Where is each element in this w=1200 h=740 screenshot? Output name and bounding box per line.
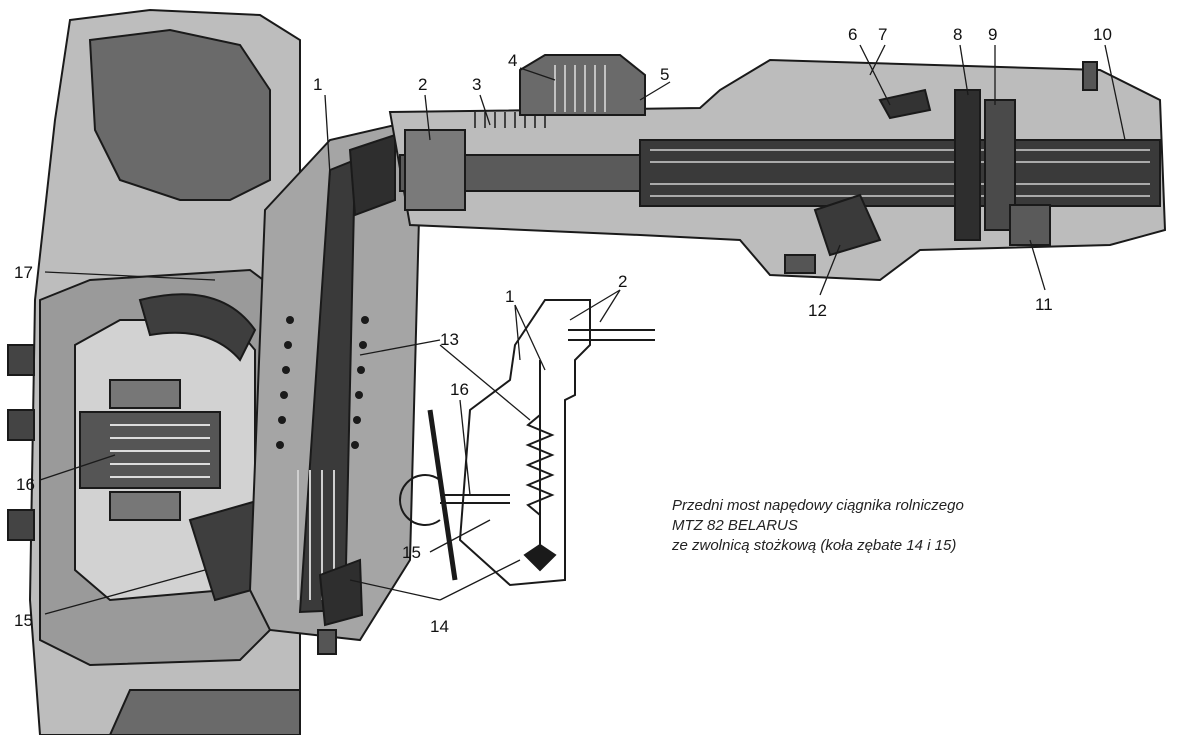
schematic-wheel (427, 409, 458, 581)
caption-line-1: Przedni most napędowy ciągnika rolniczeg… (672, 497, 964, 514)
callout-15: 15 (14, 611, 33, 630)
callout-17: 17 (14, 263, 33, 282)
callout-1: 1 (313, 75, 322, 94)
caption-line-2: MTZ 82 BELARUS (672, 517, 798, 534)
shaft-splines (110, 424, 210, 478)
callout-14: 14 (430, 617, 449, 636)
schematic-rotation-arrow (399, 474, 441, 526)
drain-plug (784, 254, 816, 274)
bearing-11 (1009, 204, 1051, 246)
tire-cavity (88, 28, 271, 201)
callout-16: 16 (16, 475, 35, 494)
lower-bolt (317, 629, 337, 655)
clutch-discs (554, 65, 606, 112)
wheel-nut-2 (7, 409, 35, 441)
callout-9: 9 (988, 25, 997, 44)
wheel-nut-3 (7, 509, 35, 541)
tire-cavity-lower (108, 689, 301, 736)
callout-11: 11 (1035, 295, 1053, 314)
differential-carrier-9 (984, 99, 1016, 231)
caption-line-3: ze zwolnicą stożkową (koła zębate 14 i 1… (671, 537, 956, 554)
kingpin-housing (248, 123, 422, 655)
schematic-housing-outline (458, 299, 591, 587)
hub-bearing-bottom (109, 491, 181, 521)
hub-bearing-top (109, 379, 181, 409)
callout-4: 4 (508, 51, 517, 70)
callout-10: 10 (1093, 25, 1112, 44)
callout-labels: 1 2 3 4 5 6 7 8 9 10 11 12 13 14 15 16 1… (14, 25, 1112, 636)
callout-6: 6 (848, 25, 857, 44)
inner-bearing-2 (404, 129, 466, 211)
leader-lines (39, 44, 1126, 615)
callout-8: 8 (953, 25, 962, 44)
schematic-spring-13 (525, 414, 555, 516)
callout-2: 2 (418, 75, 427, 94)
schematic-callout-16: 16 (450, 380, 469, 399)
half-shaft-splines (639, 139, 1161, 207)
clutch-pack-4 (519, 54, 646, 116)
wheel-nut-1 (7, 344, 35, 376)
wheel-hub-assembly (7, 8, 301, 736)
schematic-callout-1: 1 (505, 287, 514, 306)
schematic-inset (399, 299, 655, 587)
lever-6 (878, 88, 932, 120)
callout-7: 7 (878, 25, 887, 44)
hub-ring (138, 293, 257, 362)
callout-13: 13 (440, 330, 459, 349)
schematic-bevel-14 (523, 543, 557, 572)
kingpin-bearing-rollers (276, 316, 369, 449)
schematic-callout-2: 2 (618, 272, 627, 291)
half-shaft-spline-lines (650, 149, 1150, 197)
caption: Przedni most napędowy ciągnika rolniczeg… (671, 497, 964, 554)
crown-wheel-12 (813, 193, 882, 257)
differential-gear-8 (954, 89, 981, 241)
callout-12: 12 (808, 301, 827, 320)
upper-bevel-gear (348, 133, 396, 217)
schematic-callout-15: 15 (402, 543, 421, 562)
callout-3: 3 (472, 75, 481, 94)
breather-bolt (1082, 61, 1098, 91)
axle-tube (388, 54, 1167, 282)
lower-bevel-pinion-14 (318, 558, 364, 627)
callout-5: 5 (660, 65, 669, 84)
